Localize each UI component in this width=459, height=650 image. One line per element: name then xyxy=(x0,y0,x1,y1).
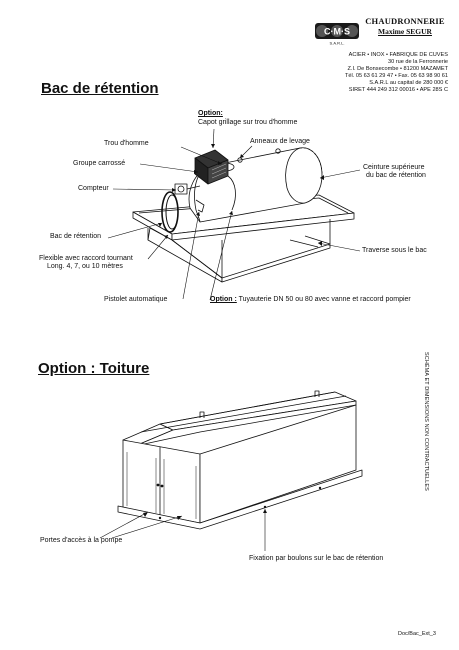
company-logo: C·M·S S.A.R.L. xyxy=(314,22,360,46)
logo-text: C·M·S xyxy=(324,27,350,37)
option-tuyauterie-text: Tuyauterie DN 50 ou 80 avec vanne et rac… xyxy=(236,296,411,303)
document-reference: Doc/Bac_Ext_3 xyxy=(398,631,436,637)
leader-arrows-roof xyxy=(143,509,267,520)
option-capot-text: Capot grillage sur trou d'homme xyxy=(198,119,298,126)
side-note-text: SCHÉMA ET DIMENSIONS NON CONTRACTUELLES xyxy=(423,352,429,491)
company-owner: Maxime SEGUR xyxy=(378,27,432,36)
logo-graphic: C·M·S S.A.R.L. xyxy=(315,23,359,46)
label-compteur: Compteur xyxy=(78,185,109,192)
label-trou-homme: Trou d'homme xyxy=(104,140,149,147)
leader-lines-roof xyxy=(99,509,266,551)
company-name: CHAUDRONNERIE xyxy=(365,16,445,26)
label-traverse: Traverse sous le bac xyxy=(362,247,427,254)
leader-arrows-bac xyxy=(158,144,324,246)
label-ceinture-1: Ceinture supérieure xyxy=(363,164,425,171)
label-groupe: Groupe carrossé xyxy=(73,160,126,167)
address-line: 30 rue de la Ferronnerie xyxy=(387,59,448,65)
address-line: S.A.R.L au capital de 280 000 € xyxy=(369,80,448,86)
roof-enclosure-drawing xyxy=(117,390,363,530)
side-note: SCHÉMA ET DIMENSIONS NON CONTRACTUELLES xyxy=(421,352,431,502)
address-line: Z.I. De Bonsecombe • 81200 MAZAMET xyxy=(347,66,448,72)
label-flexible-2: Long. 4, 7, ou 10 mètres xyxy=(47,263,123,270)
address-line: Tél. 05 63 61 29 47 • Fax. 05 63 98 90 6… xyxy=(344,73,448,79)
option-capot-title: Option: xyxy=(198,110,223,117)
label-flexible-1: Flexible avec raccord tournant xyxy=(39,255,133,262)
section-title-bac: Bac de rétention xyxy=(41,80,159,97)
label-anneaux: Anneaux de levage xyxy=(250,138,310,145)
address-line: ACIER • INOX • FABRIQUE DE CUVES xyxy=(348,52,448,58)
company-address: ACIER • INOX • FABRIQUE DE CUVES 30 rue … xyxy=(290,52,448,94)
label-bac-retention: Bac de rétention xyxy=(50,233,101,240)
option-tuyauterie-prefix: Option : xyxy=(210,296,237,303)
label-portes-acces: Portes d'accès à la pompe xyxy=(40,537,123,544)
label-fixation: Fixation par boulons sur le bac de réten… xyxy=(249,555,384,562)
address-line: SIRET 444 249 312 00016 • APE 28S C xyxy=(348,87,448,93)
logo-subtext: S.A.R.L. xyxy=(330,41,345,46)
leader-lines-bac xyxy=(107,128,361,301)
pump-group-drawing xyxy=(161,149,236,233)
label-option-tuyauterie: Option : Tuyauterie DN 50 ou 80 avec van… xyxy=(210,296,411,304)
section-title-toiture: Option : Toiture xyxy=(38,360,150,377)
label-ceinture-2: du bac de rétention xyxy=(366,172,426,179)
label-pistolet: Pistolet automatique xyxy=(104,296,168,303)
